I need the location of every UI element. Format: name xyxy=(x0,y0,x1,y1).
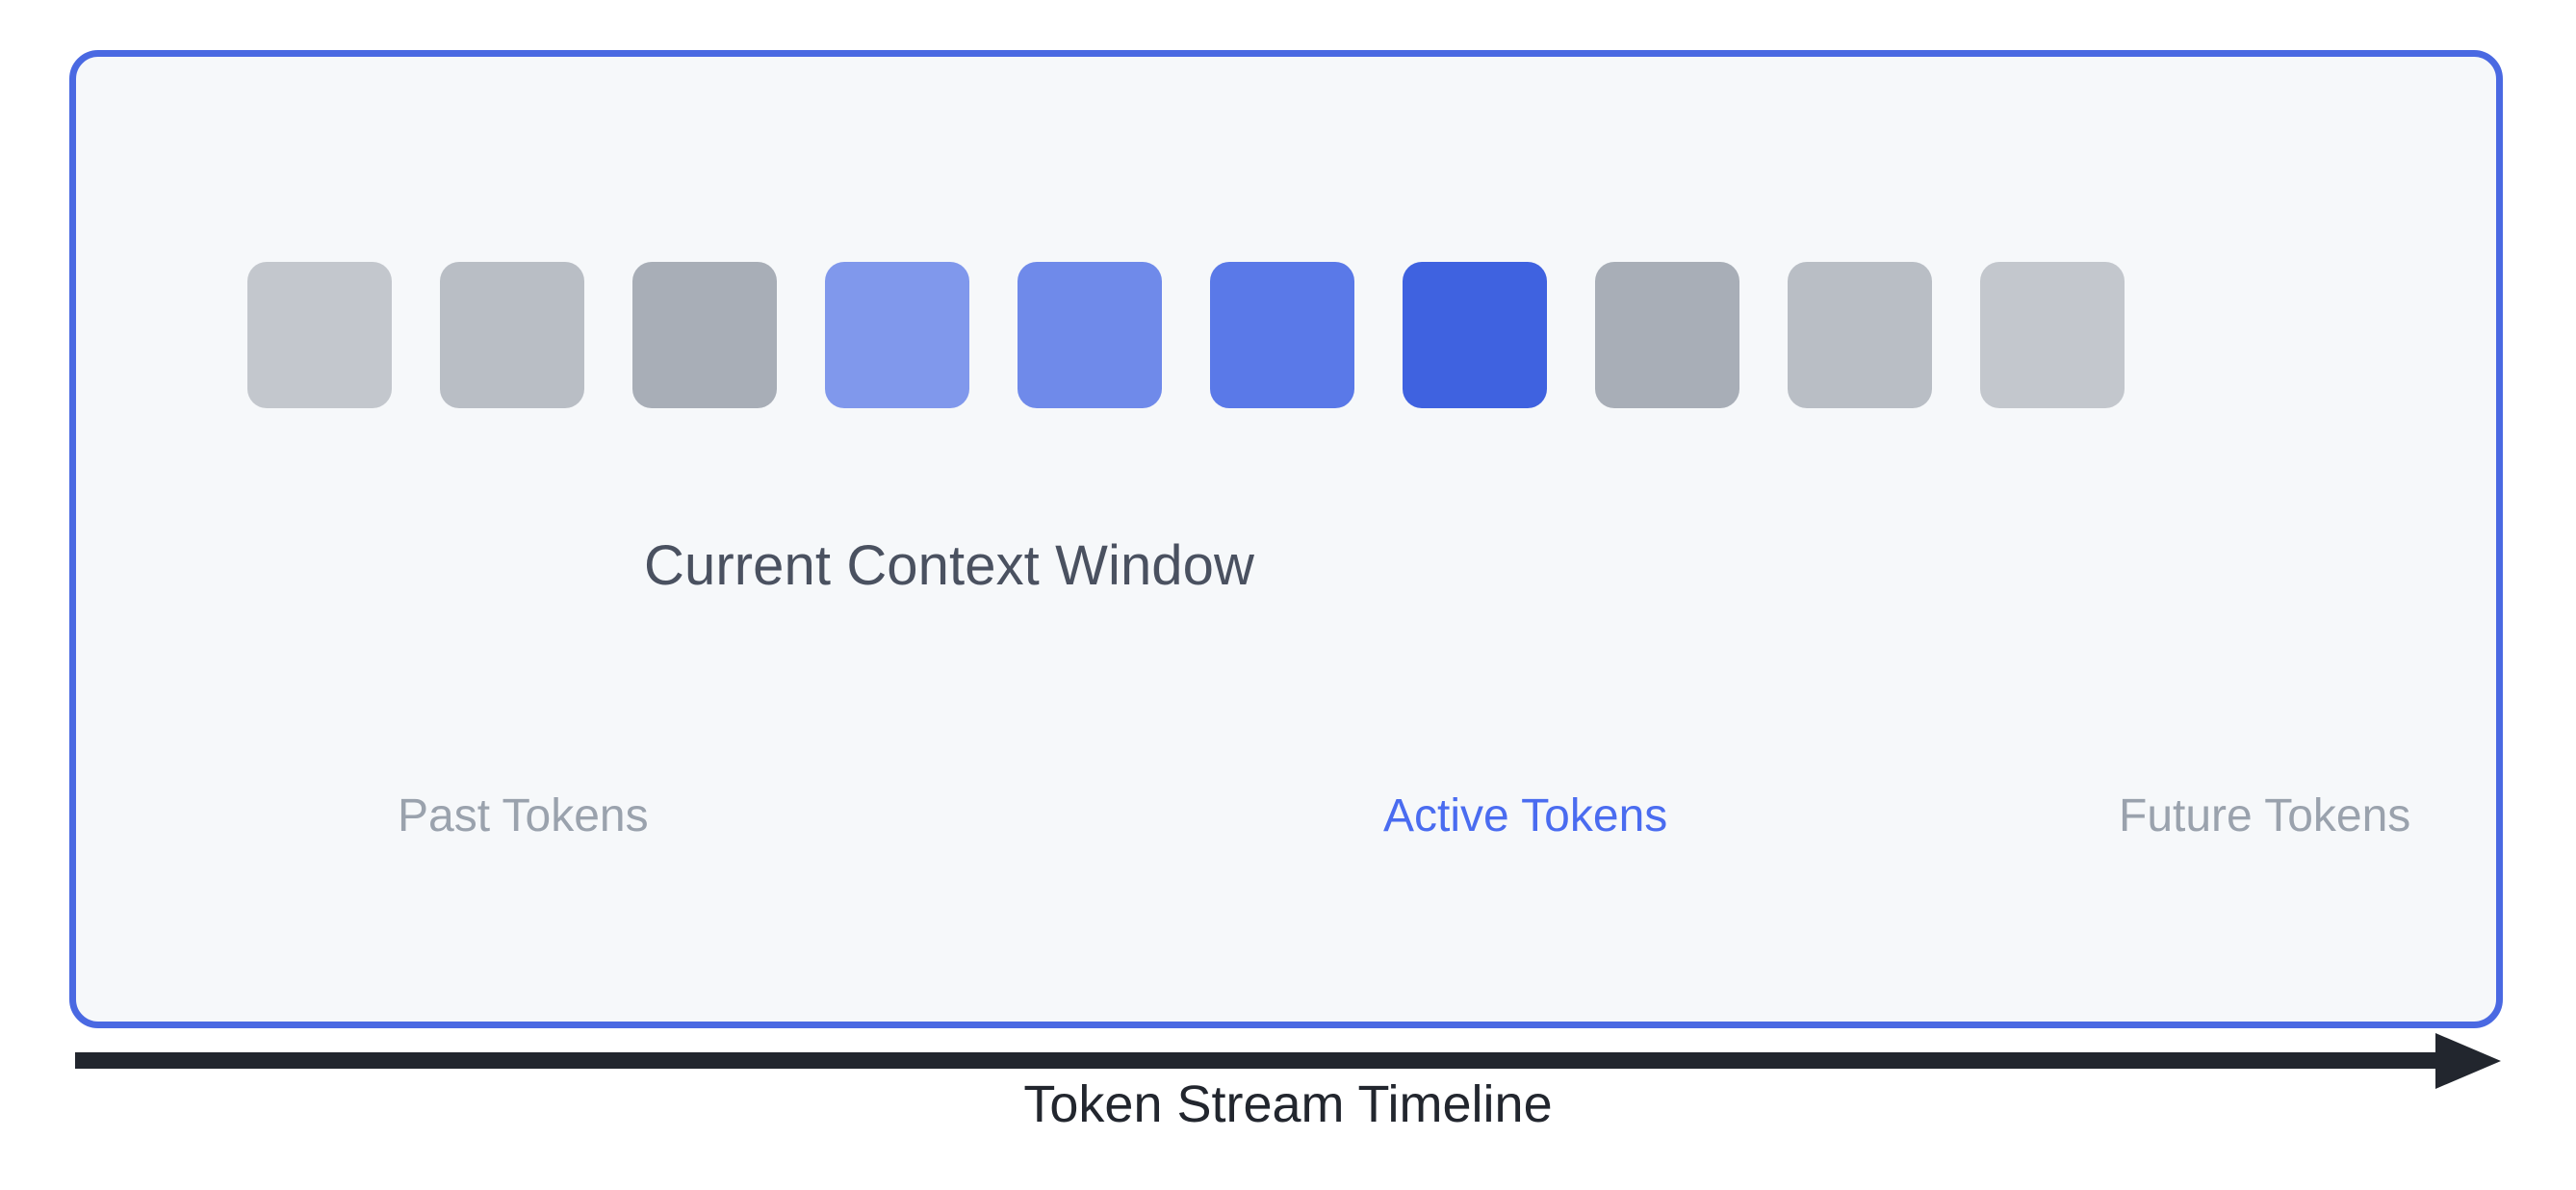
token-block-future-10 xyxy=(1980,262,2125,408)
context-window-heading: Current Context Window xyxy=(644,534,1254,597)
token-block-past-1 xyxy=(247,262,392,408)
context-window-card: Current Context Window Past Tokens Activ… xyxy=(69,50,2503,1028)
token-block-active-7 xyxy=(1403,262,1547,408)
token-strip xyxy=(247,262,2125,408)
timeline-shaft xyxy=(75,1052,2449,1069)
token-block-future-9 xyxy=(1788,262,1932,408)
zone-label-active-tokens: Active Tokens xyxy=(1383,790,1668,841)
token-block-past-3 xyxy=(632,262,777,408)
token-block-active-5 xyxy=(1018,262,1162,408)
timeline-caption: Token Stream Timeline xyxy=(1023,1075,1553,1133)
zone-label-future-tokens: Future Tokens xyxy=(2119,790,2411,841)
token-block-active-6 xyxy=(1210,262,1354,408)
zone-label-past-tokens: Past Tokens xyxy=(398,790,649,841)
token-block-past-2 xyxy=(440,262,584,408)
token-block-active-4 xyxy=(825,262,969,408)
token-block-future-8 xyxy=(1595,262,1739,408)
